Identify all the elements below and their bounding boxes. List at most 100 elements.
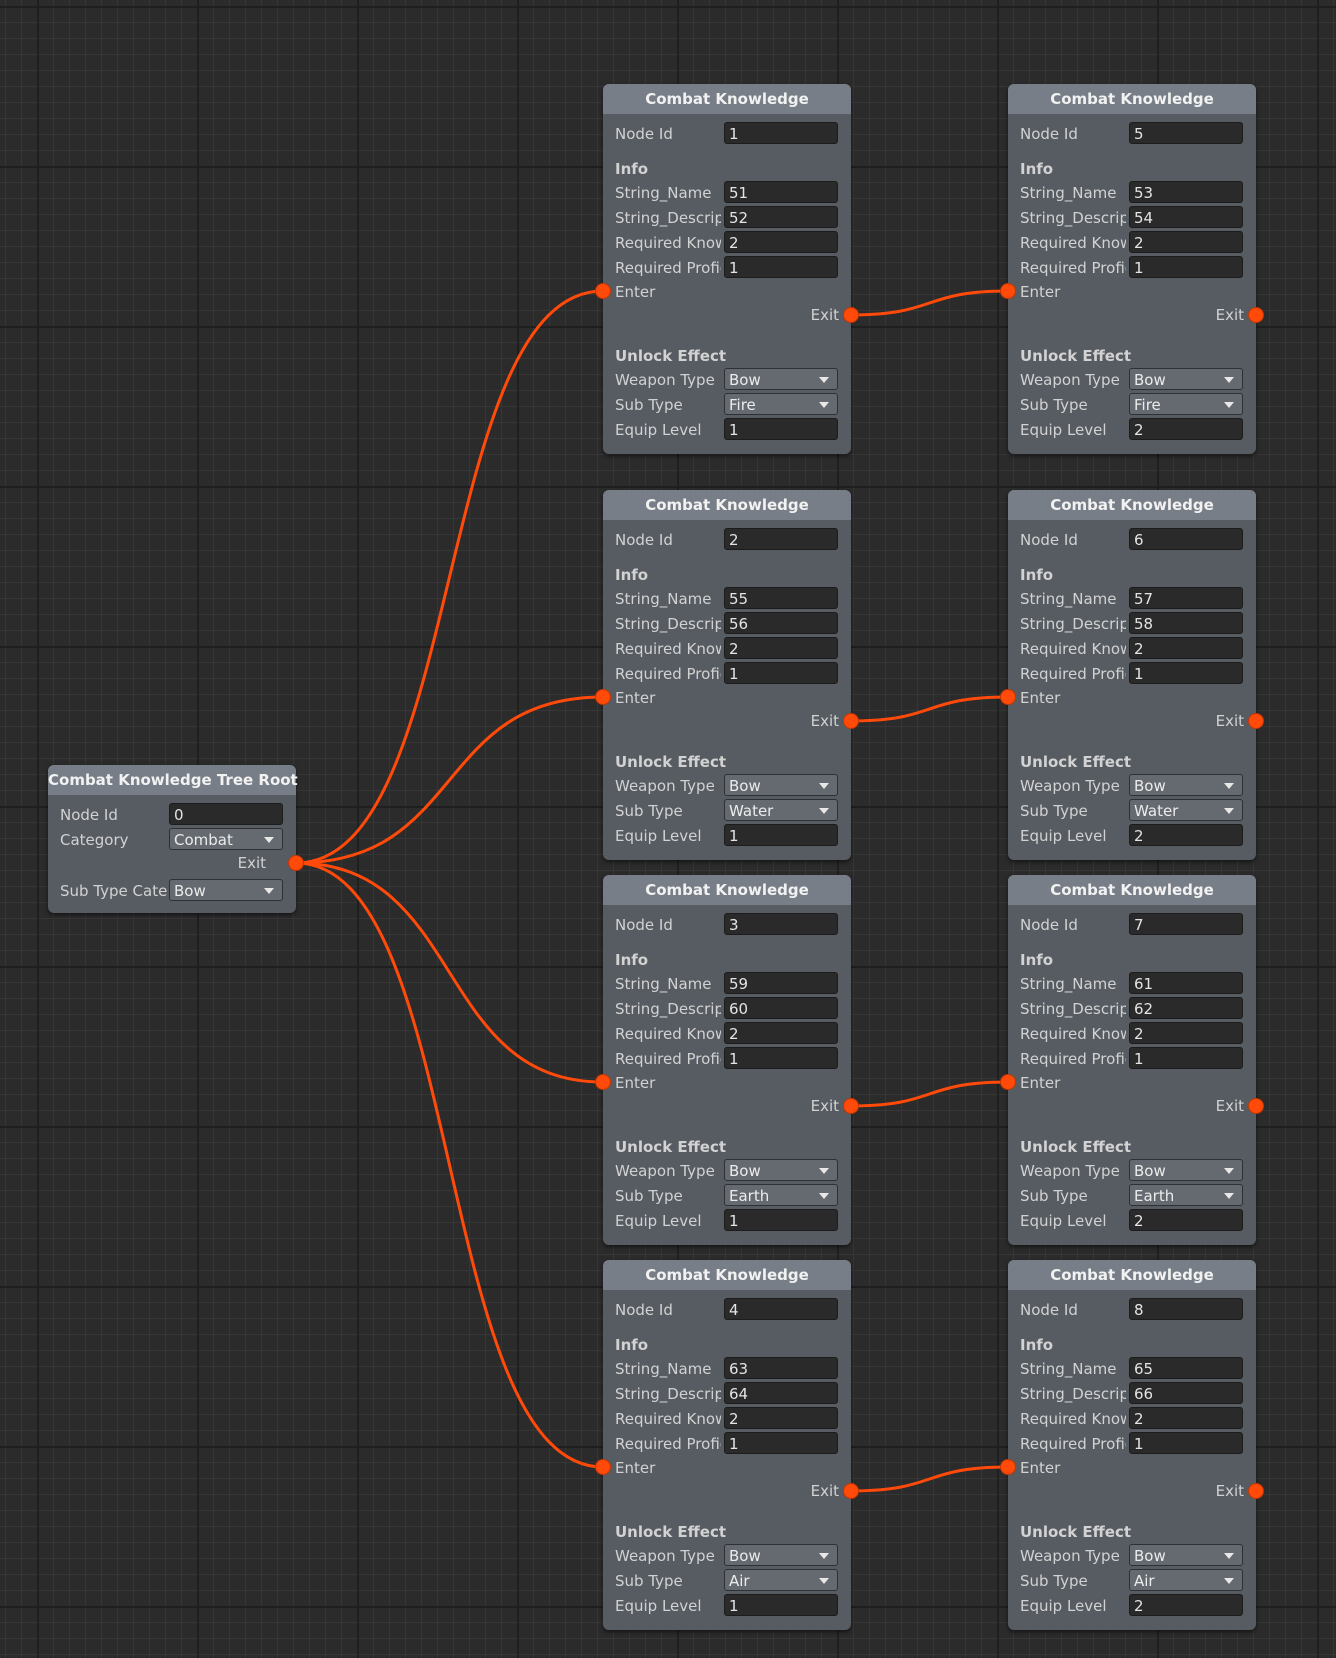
string-name-field[interactable]: 57 bbox=[1129, 587, 1243, 609]
string-desc-field[interactable]: 52 bbox=[724, 206, 838, 228]
weapon-type-dropdown[interactable]: Bow bbox=[724, 1159, 838, 1181]
exit-port[interactable] bbox=[844, 714, 858, 728]
sub-type-dropdown[interactable]: Water bbox=[1129, 799, 1243, 821]
equip-level-field[interactable]: 2 bbox=[1129, 824, 1243, 846]
equip-level-field[interactable]: 2 bbox=[1129, 1594, 1243, 1616]
string-name-row: String_Name 57 bbox=[1008, 587, 1256, 611]
root-exit-port[interactable] bbox=[289, 856, 303, 870]
weapon-type-dropdown[interactable]: Bow bbox=[724, 1544, 838, 1566]
required-knowledge-field[interactable]: 2 bbox=[724, 1407, 838, 1429]
string-name-field[interactable]: 63 bbox=[724, 1357, 838, 1379]
required-knowledge-field[interactable]: 2 bbox=[1129, 1022, 1243, 1044]
equip-level-field[interactable]: 1 bbox=[724, 824, 838, 846]
enter-port[interactable] bbox=[1001, 690, 1015, 704]
combat-knowledge-node-7[interactable]: Combat Knowledge Node Id 7 Info String_N… bbox=[1001, 875, 1263, 1245]
weapon-type-row: Weapon Type Bow bbox=[603, 774, 851, 798]
weapon-type-dropdown[interactable]: Bow bbox=[1129, 1544, 1243, 1566]
required-proficiency-field[interactable]: 1 bbox=[1129, 256, 1243, 278]
equip-level-field[interactable]: 1 bbox=[724, 1594, 838, 1616]
equip-level-field[interactable]: 2 bbox=[1129, 1209, 1243, 1231]
required-proficiency-field[interactable]: 1 bbox=[1129, 1047, 1243, 1069]
node-id-field[interactable]: 5 bbox=[1129, 122, 1243, 144]
string-desc-field[interactable]: 54 bbox=[1129, 206, 1243, 228]
string-name-field[interactable]: 61 bbox=[1129, 972, 1243, 994]
exit-port[interactable] bbox=[844, 1099, 858, 1113]
node-id-field[interactable]: 4 bbox=[724, 1298, 838, 1320]
combat-knowledge-node-6[interactable]: Combat Knowledge Node Id 6 Info String_N… bbox=[1001, 490, 1263, 860]
string-desc-field[interactable]: 58 bbox=[1129, 612, 1243, 634]
root-node[interactable]: Combat Knowledge Tree Root Node Id 0 Cat… bbox=[48, 765, 303, 913]
required-knowledge-field[interactable]: 2 bbox=[724, 1022, 838, 1044]
combat-knowledge-node-4[interactable]: Combat Knowledge Node Id 4 Info String_N… bbox=[596, 1260, 858, 1630]
enter-port[interactable] bbox=[596, 690, 610, 704]
string-desc-field[interactable]: 56 bbox=[724, 612, 838, 634]
node-id-field[interactable]: 6 bbox=[1129, 528, 1243, 550]
required-proficiency-field[interactable]: 1 bbox=[1129, 1432, 1243, 1454]
sub-type-dropdown[interactable]: Fire bbox=[1129, 393, 1243, 415]
exit-label: Exit bbox=[1215, 306, 1244, 324]
node-id-label: Node Id bbox=[1020, 125, 1078, 143]
required-knowledge-field[interactable]: 2 bbox=[724, 637, 838, 659]
string-name-field[interactable]: 65 bbox=[1129, 1357, 1243, 1379]
string-name-field[interactable]: 59 bbox=[724, 972, 838, 994]
weapon-type-dropdown[interactable]: Bow bbox=[1129, 774, 1243, 796]
required-proficiency-field[interactable]: 1 bbox=[724, 256, 838, 278]
required-knowledge-field[interactable]: 2 bbox=[724, 231, 838, 253]
exit-port[interactable] bbox=[1249, 308, 1263, 322]
info-section-label: Info bbox=[1020, 951, 1054, 969]
combat-knowledge-node-2[interactable]: Combat Knowledge Node Id 2 Info String_N… bbox=[596, 490, 858, 860]
string-desc-field[interactable]: 66 bbox=[1129, 1382, 1243, 1404]
required-knowledge-field[interactable]: 2 bbox=[1129, 231, 1243, 253]
required-knowledge-field[interactable]: 2 bbox=[1129, 1407, 1243, 1429]
sub-type-dropdown[interactable]: Water bbox=[724, 799, 838, 821]
exit-port[interactable] bbox=[844, 308, 858, 322]
weapon-type-dropdown[interactable]: Bow bbox=[724, 774, 838, 796]
required-knowledge-field[interactable]: 2 bbox=[1129, 637, 1243, 659]
node-id-field[interactable]: 7 bbox=[1129, 913, 1243, 935]
combat-knowledge-node-8[interactable]: Combat Knowledge Node Id 8 Info String_N… bbox=[1001, 1260, 1263, 1630]
required-proficiency-field[interactable]: 1 bbox=[724, 1047, 838, 1069]
node-id-field[interactable]: 2 bbox=[724, 528, 838, 550]
exit-port[interactable] bbox=[1249, 1099, 1263, 1113]
root-node-id-field[interactable]: 0 bbox=[169, 803, 283, 825]
enter-port[interactable] bbox=[596, 284, 610, 298]
required-proficiency-field[interactable]: 1 bbox=[1129, 662, 1243, 684]
equip-level-field[interactable]: 2 bbox=[1129, 418, 1243, 440]
weapon-type-dropdown[interactable]: Bow bbox=[1129, 368, 1243, 390]
weapon-type-dropdown[interactable]: Bow bbox=[1129, 1159, 1243, 1181]
equip-level-field[interactable]: 1 bbox=[724, 1209, 838, 1231]
node-id-field[interactable]: 1 bbox=[724, 122, 838, 144]
sub-type-dropdown[interactable]: Earth bbox=[1129, 1184, 1243, 1206]
sub-type-dropdown[interactable]: Earth bbox=[724, 1184, 838, 1206]
enter-port[interactable] bbox=[596, 1075, 610, 1089]
node-id-field[interactable]: 8 bbox=[1129, 1298, 1243, 1320]
enter-port[interactable] bbox=[1001, 284, 1015, 298]
string-name-field[interactable]: 55 bbox=[724, 587, 838, 609]
required-proficiency-field[interactable]: 1 bbox=[724, 1432, 838, 1454]
combat-knowledge-node-5[interactable]: Combat Knowledge Node Id 5 Info String_N… bbox=[1001, 84, 1263, 454]
root-category-dropdown[interactable]: Combat bbox=[169, 828, 283, 850]
exit-port[interactable] bbox=[1249, 1484, 1263, 1498]
enter-port[interactable] bbox=[1001, 1075, 1015, 1089]
string-desc-field[interactable]: 62 bbox=[1129, 997, 1243, 1019]
required-proficiency-field[interactable]: 1 bbox=[724, 662, 838, 684]
node-id-field[interactable]: 3 bbox=[724, 913, 838, 935]
root-subtype-dropdown[interactable]: Bow bbox=[169, 879, 283, 901]
sub-type-dropdown[interactable]: Fire bbox=[724, 393, 838, 415]
string-name-field[interactable]: 53 bbox=[1129, 181, 1243, 203]
string-name-field[interactable]: 51 bbox=[724, 181, 838, 203]
combat-knowledge-node-3[interactable]: Combat Knowledge Node Id 3 Info String_N… bbox=[596, 875, 858, 1245]
weapon-type-dropdown[interactable]: Bow bbox=[724, 368, 838, 390]
sub-type-dropdown[interactable]: Air bbox=[724, 1569, 838, 1591]
combat-knowledge-node-1[interactable]: Combat Knowledge Node Id 1 Info String_N… bbox=[596, 84, 858, 454]
string-desc-field[interactable]: 64 bbox=[724, 1382, 838, 1404]
exit-port[interactable] bbox=[844, 1484, 858, 1498]
sub-type-dropdown[interactable]: Air bbox=[1129, 1569, 1243, 1591]
equip-level-field[interactable]: 1 bbox=[724, 418, 838, 440]
enter-port[interactable] bbox=[1001, 1460, 1015, 1474]
chevron-down-icon bbox=[819, 1578, 829, 1584]
enter-port[interactable] bbox=[596, 1460, 610, 1474]
exit-port[interactable] bbox=[1249, 714, 1263, 728]
string-desc-field[interactable]: 60 bbox=[724, 997, 838, 1019]
